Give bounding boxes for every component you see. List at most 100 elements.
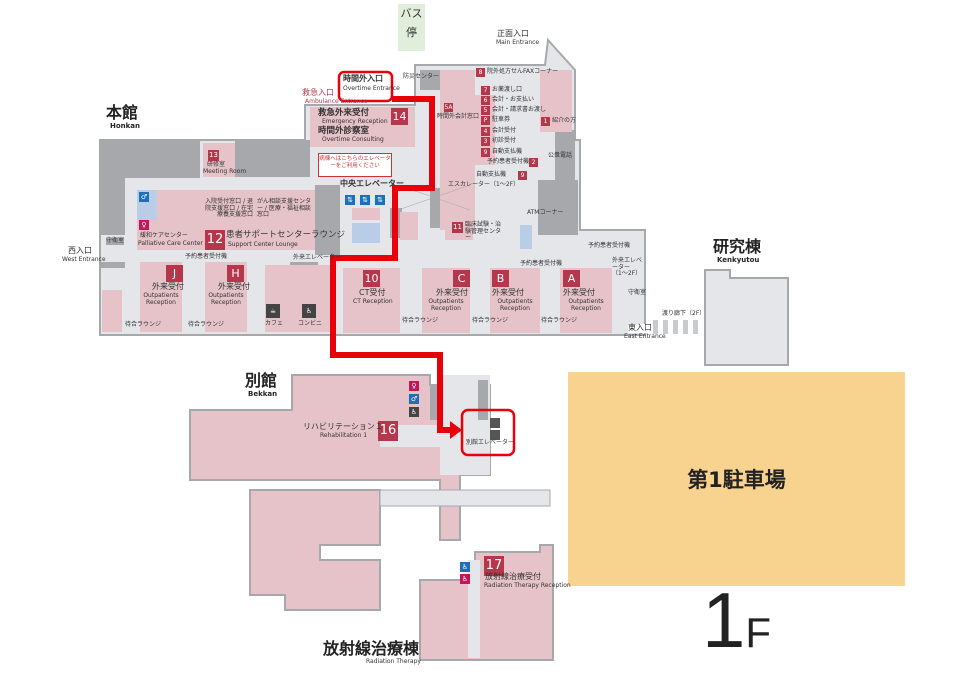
accessible-toilet-icon: ♿ — [409, 407, 419, 417]
counter-label: 駐車券 — [492, 116, 511, 123]
counter-label: 院外処方せんFAXコーナー — [487, 68, 559, 75]
waiting-lounge-label: 待合ラウンジ — [541, 317, 578, 324]
radiation-label: 放射線治療棟 — [323, 639, 420, 658]
cafe-icon: ☕ — [266, 304, 280, 318]
room-number-11: 11 — [452, 222, 463, 233]
reservation-machine-label: 予約患者受付機 — [520, 260, 563, 267]
counter-number: 7 — [481, 86, 490, 95]
room-number-17: 17 — [484, 556, 504, 576]
parking-lot — [568, 372, 905, 586]
atm-label: ATMコーナー — [527, 209, 564, 216]
route-line — [330, 96, 452, 433]
room-number-12: 12 — [205, 230, 225, 250]
womens-toilet-icon: ♀ — [139, 220, 149, 230]
corridor-label: 渡り廊下（2F） — [662, 310, 706, 317]
accessible-toilet-icon: ♿ — [460, 574, 470, 584]
room-number-16: 16 — [378, 421, 398, 441]
outpatient-elevator-label: 外来エレベーター — [293, 254, 342, 261]
honkan-label-en: Honkan — [110, 122, 141, 130]
counter-label: 時間外会計窓口 — [437, 113, 480, 120]
elevator-icon: ⇅ — [360, 195, 370, 205]
room-radiation-reception-en: Radiation Therapy Reception — [484, 582, 571, 589]
counter-number: 9 — [481, 148, 490, 157]
room-number-C: C — [453, 270, 470, 287]
counter-label: 自動支払機 — [476, 171, 507, 178]
room-meeting: 研修室 — [207, 161, 226, 168]
elevator-icon: ⇅ — [345, 195, 355, 205]
parking-label: 第1駐車場 — [687, 468, 786, 492]
room-support-center: 患者サポートセンターラウンジ — [226, 230, 346, 240]
counter-number: 2 — [529, 158, 538, 167]
room-A: 外来受付 — [563, 288, 595, 297]
counter-label: 紹介の方 — [552, 117, 577, 124]
overtime-entrance: 時間外入口 — [343, 74, 383, 83]
reservation-machine-label-3: 予約患者受付機 — [588, 242, 631, 249]
room-support-center-en: Support Center Lounge — [228, 241, 298, 248]
counter-number: 4 — [481, 127, 490, 136]
elevator-notice: 病棟へはこちらのエレベーターをご利用ください — [318, 153, 392, 177]
room-radiation-reception: 放射線治療受付 — [485, 572, 541, 581]
convenience-label: コンビニ — [298, 320, 323, 327]
room-C: 外来受付 — [436, 288, 468, 297]
counter-label: 会計・請求書お渡し — [492, 106, 547, 113]
goal-highlight — [460, 408, 516, 457]
room-overtime-en: Overtime Consulting — [322, 136, 384, 143]
room-ct-en: CT Reception — [353, 298, 393, 305]
mens-toilet-icon: ♂ — [409, 394, 419, 404]
room-H-en: Outpatients Reception — [208, 292, 244, 306]
counter-label: 予約患者受付機 — [487, 158, 530, 165]
room-emergency: 救急外来受付 — [318, 108, 370, 118]
room-palliative: 緩和ケアセンター — [140, 232, 188, 239]
waiting-lounge-label: 待合ラウンジ — [125, 321, 162, 328]
room-emergency-en: Emergency Reception — [322, 118, 388, 125]
counter-number: 8 — [476, 68, 485, 77]
east-entrance: 東入口 — [628, 323, 652, 333]
counter-number: 3 — [481, 137, 490, 146]
room-J-en: Outpatients Reception — [143, 292, 179, 306]
public-phone-label: 公衆電話 — [548, 152, 573, 159]
accessible-toilet-icon: ♿ — [460, 562, 470, 572]
room-A-en: Outpatients Reception — [568, 298, 604, 312]
cafe-label: カフェ — [265, 320, 284, 327]
kenkyutou-building — [704, 269, 789, 366]
room-admission: 入院受付窓口 / 退院支援窓口 / 在宅療養支援窓口 — [205, 198, 253, 219]
floor-indicator: 1F — [702, 575, 771, 666]
counter-number: P — [481, 116, 490, 125]
bekkan-label-en: Bekkan — [248, 390, 278, 398]
room-J: 外来受付 — [152, 282, 184, 291]
start-highlight — [337, 70, 394, 103]
main-entrance-en: Main Entrance — [496, 39, 540, 46]
disaster-center-label: 防災センター — [403, 73, 440, 80]
room-number-H: H — [227, 265, 244, 282]
counter-number: 5 — [481, 106, 490, 115]
counter-number: 1 — [541, 117, 550, 126]
waiting-lounge-label: 待合ラウンジ — [472, 317, 509, 324]
room-B: 外来受付 — [492, 288, 524, 297]
counter-label: お薬渡し口 — [492, 86, 523, 93]
route-arrow — [450, 421, 462, 439]
bekkan-elevator-label: 別館エレベーター — [466, 439, 515, 446]
mens-toilet-icon: ♂ — [139, 192, 149, 202]
west-entrance: 西入口 — [68, 246, 92, 255]
connecting-corridor — [653, 320, 698, 334]
room-number-B: B — [492, 270, 509, 287]
room-number-10: 10 — [363, 270, 380, 287]
room-B-en: Outpatients Reception — [497, 298, 533, 312]
bus-stop-sign: バス停 — [398, 4, 425, 51]
west-entrance-en: West Entrance — [62, 256, 106, 263]
counter-label: 初診受付 — [492, 137, 517, 144]
counter-label: 会計・お支払い — [492, 96, 535, 103]
room-meeting-en: Meeting Room — [203, 168, 247, 175]
room-number-13: 13 — [208, 150, 219, 161]
main-entrance: 正面入口 — [497, 29, 529, 38]
radiation-label-en: Radiation Therapy — [366, 658, 421, 665]
elevator-icon: ⇅ — [375, 195, 385, 205]
reservation-machine-label-2: 予約患者受付機 — [185, 253, 228, 260]
room-clinical-trial: 臨床試験・治験管理センター — [465, 221, 502, 242]
kenkyutou-label-en: Kenkyutou — [717, 256, 760, 264]
room-ct: CT受付 — [359, 288, 386, 297]
waiting-lounge-label: 待合ラウンジ — [188, 321, 225, 328]
guard-room-west: 守衛室 — [106, 237, 125, 245]
honkan-label: 本館 — [106, 103, 139, 122]
